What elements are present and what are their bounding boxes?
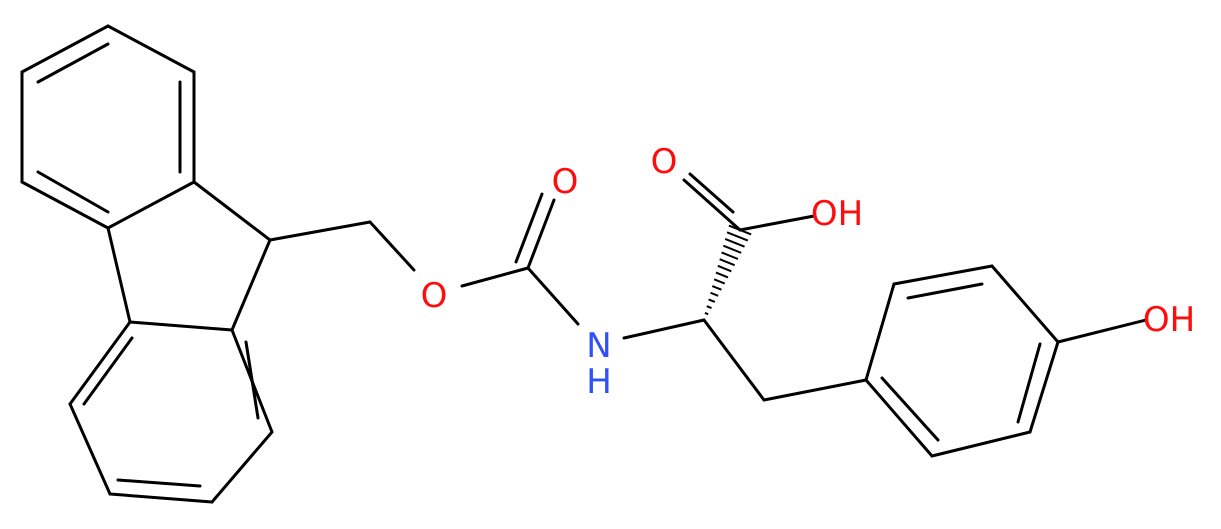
bond-line bbox=[244, 340, 260, 420]
bond-line bbox=[36, 42, 110, 84]
ester-oxygen-label: O bbox=[421, 276, 448, 316]
hash-line bbox=[719, 258, 736, 267]
bond-line bbox=[1016, 342, 1042, 424]
amine-nitrogen-label: N bbox=[586, 326, 611, 366]
hash-line bbox=[706, 305, 712, 310]
hash-line bbox=[717, 264, 732, 273]
hash-line bbox=[726, 231, 749, 242]
bond-line bbox=[68, 320, 132, 406]
carbonyl-oxygen-label: O bbox=[552, 162, 579, 202]
bond-line bbox=[106, 226, 132, 324]
bonds bbox=[20, 24, 1148, 504]
bond-line bbox=[230, 238, 272, 332]
bond-line bbox=[116, 478, 202, 488]
bond-line bbox=[880, 376, 940, 442]
bond-line bbox=[864, 378, 934, 458]
bond-line bbox=[106, 24, 196, 74]
amine-hydrogen-label: H bbox=[586, 362, 612, 402]
bond-line bbox=[1028, 340, 1060, 434]
acid-hydroxyl-label: OH bbox=[811, 194, 863, 234]
bond-line bbox=[210, 430, 274, 504]
bond-line bbox=[688, 172, 735, 214]
hash-line bbox=[708, 298, 716, 303]
bond-line bbox=[702, 318, 766, 402]
hash-line bbox=[728, 224, 752, 236]
bond-line bbox=[460, 266, 530, 288]
bond-line bbox=[192, 180, 272, 242]
stereo-hashed-wedge-bond bbox=[704, 224, 752, 316]
bond-line bbox=[622, 318, 706, 340]
bond-line bbox=[68, 402, 112, 496]
bond-line bbox=[514, 192, 544, 264]
bond-line bbox=[762, 378, 868, 402]
hash-line bbox=[721, 251, 739, 260]
bond-line bbox=[36, 170, 110, 214]
hash-line bbox=[711, 285, 722, 291]
phenol-hydroxyl-label: OH bbox=[1143, 300, 1195, 340]
bond-line bbox=[368, 220, 416, 272]
bond-line bbox=[20, 180, 110, 230]
hash-line bbox=[713, 278, 726, 285]
hash-line bbox=[724, 238, 745, 248]
hash-line bbox=[715, 271, 729, 279]
bond-line bbox=[930, 430, 1032, 458]
acid-carbonyl-oxygen-label: O bbox=[651, 142, 678, 182]
bond-line bbox=[906, 282, 984, 300]
bond-line bbox=[864, 282, 896, 382]
hash-line bbox=[704, 311, 709, 316]
bond-line bbox=[990, 264, 1060, 344]
bond-line bbox=[1056, 318, 1148, 344]
hash-line bbox=[710, 291, 719, 297]
bond-line bbox=[268, 220, 372, 242]
bond-line bbox=[108, 492, 214, 504]
bond-line bbox=[526, 198, 556, 270]
bond-line bbox=[128, 320, 234, 332]
bond-line bbox=[892, 264, 994, 286]
bond-line bbox=[682, 178, 742, 232]
hash-line bbox=[722, 244, 742, 254]
bond-line bbox=[106, 180, 196, 230]
bond-line bbox=[20, 24, 110, 74]
bond-line bbox=[526, 266, 580, 326]
bond-line bbox=[738, 214, 816, 232]
bond-line bbox=[82, 336, 134, 406]
